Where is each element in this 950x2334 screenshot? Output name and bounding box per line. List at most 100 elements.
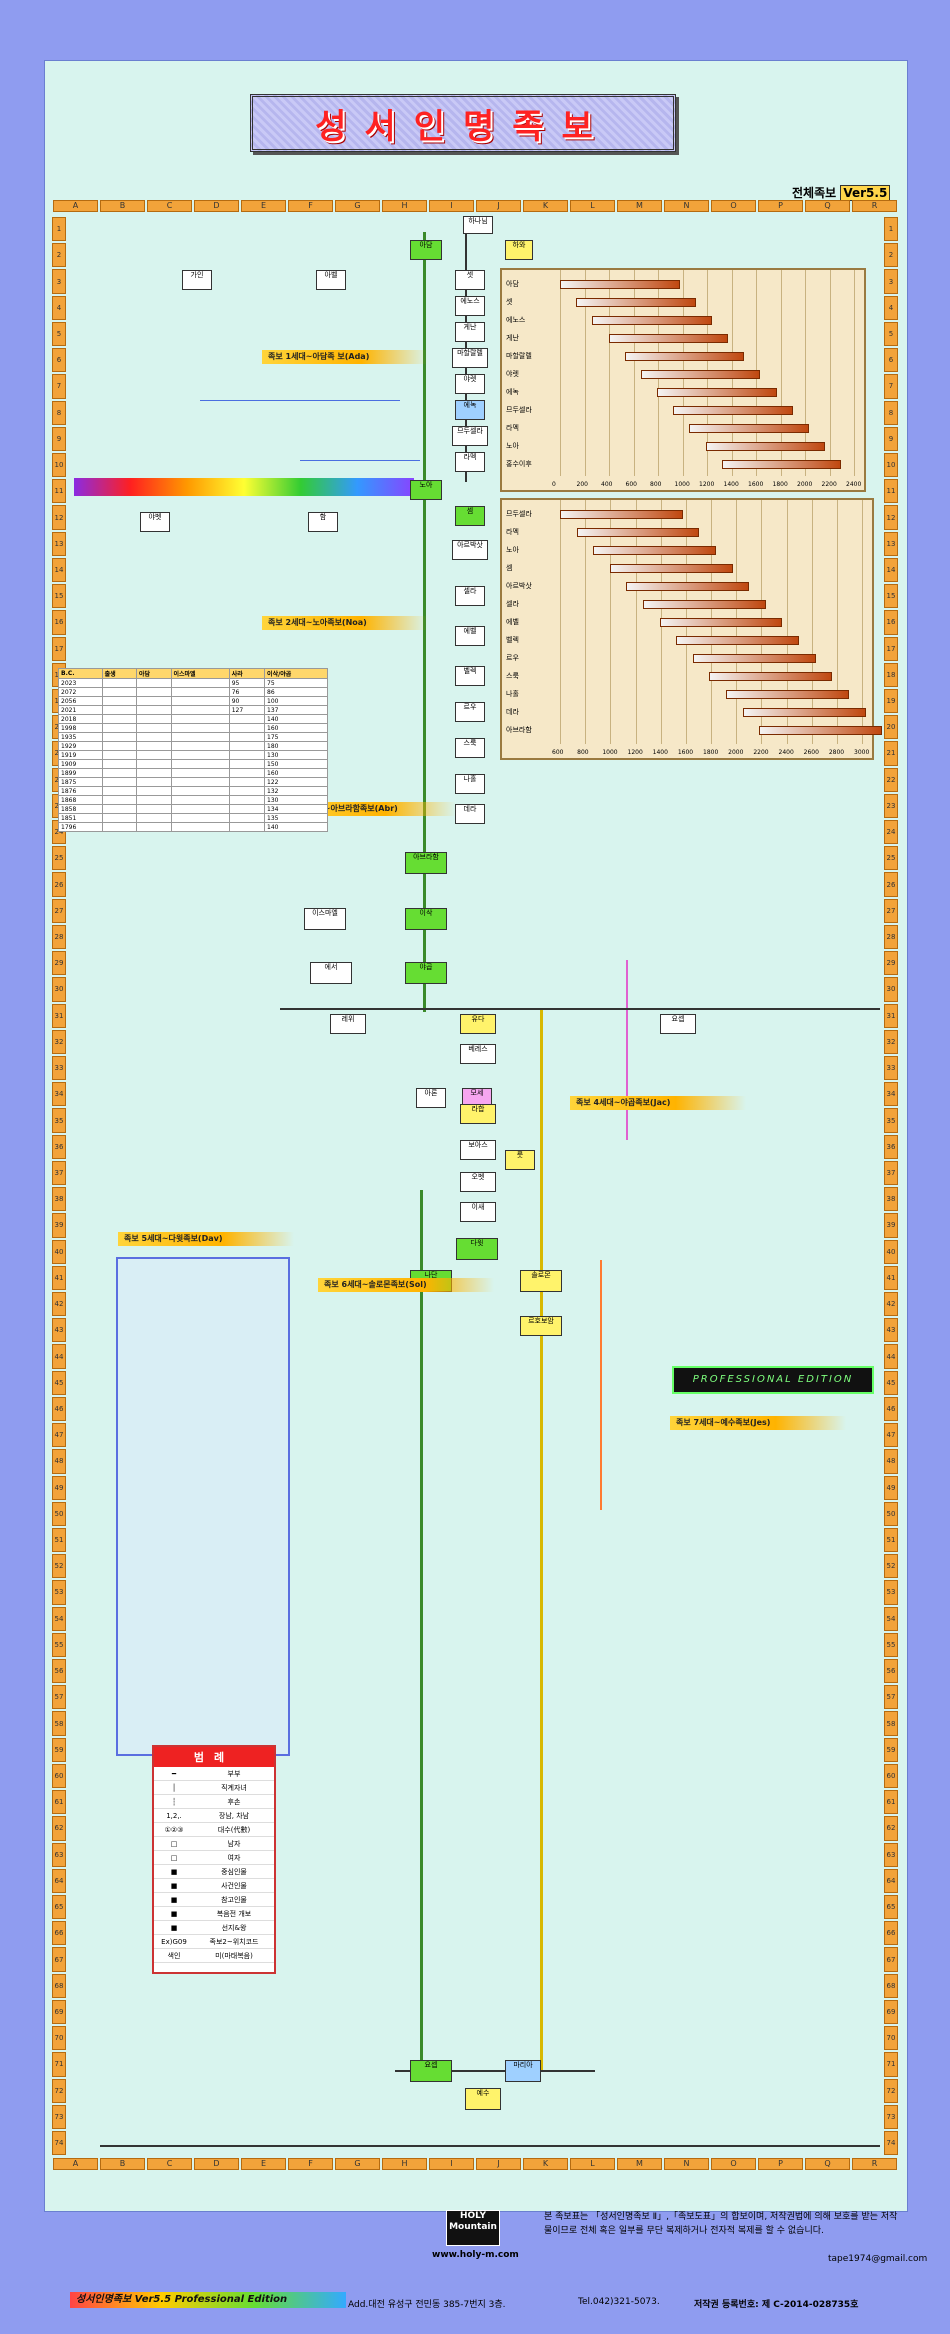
row-header-cell: 55: [52, 1632, 66, 1658]
row-header-cell: 56: [52, 1659, 66, 1684]
node-jesse[interactable]: 이새: [460, 1202, 496, 1222]
legend-text: 복음전 개보: [216, 1909, 252, 1918]
section-label-jacob: 족보 4세대~야곱족보(Jac): [570, 1096, 746, 1110]
node-david[interactable]: 다윗: [456, 1238, 498, 1260]
node-kenan[interactable]: 게난: [455, 322, 485, 342]
node-ruth[interactable]: 룻: [505, 1150, 535, 1170]
row-header-cell: 39: [52, 1213, 66, 1238]
node-eve[interactable]: 하와: [505, 240, 533, 260]
table-cell: [170, 741, 230, 751]
node-adam[interactable]: 아담: [410, 240, 442, 260]
node-obed[interactable]: 오벳: [460, 1172, 496, 1192]
table-cell: [170, 768, 230, 778]
node-cain[interactable]: 가인: [182, 270, 212, 290]
nathan-lineage-line: [420, 1190, 423, 2070]
table-cell: 180: [264, 741, 328, 751]
branch-line: [600, 1260, 602, 1510]
legend-text: 사건인물: [221, 1881, 247, 1890]
website-url[interactable]: www.holy-m.com: [432, 2250, 519, 2260]
table-cell: [101, 678, 138, 688]
legend-symbol: ■: [170, 1909, 178, 1918]
legend-row: ■사건인물: [154, 1879, 274, 1893]
node-arphaxad[interactable]: 아르박삿: [452, 540, 488, 560]
row-header-cell: 45: [52, 1370, 66, 1395]
node-ishmael[interactable]: 이스마엘: [304, 908, 346, 930]
node-enoch[interactable]: 에녹: [455, 400, 485, 420]
address-text: Add.대전 유성구 전민동 385-7번지 3층.: [348, 2300, 506, 2310]
row-header-cell: 52: [52, 1554, 66, 1579]
row-header-cell: 70: [52, 2026, 66, 2051]
node-jacob[interactable]: 야곱: [405, 962, 447, 984]
node-ham[interactable]: 함: [308, 512, 338, 532]
node-boaz[interactable]: 보아스: [460, 1140, 496, 1160]
contact-email[interactable]: tape1974@gmail.com: [828, 2254, 928, 2264]
table-cell: 137: [264, 705, 328, 715]
node-abraham[interactable]: 아브라함: [405, 852, 447, 874]
node-levi[interactable]: 레위: [330, 1014, 366, 1034]
node-joseph-husband[interactable]: 요셉: [410, 2060, 452, 2082]
node-judah[interactable]: 유다: [460, 1014, 496, 1034]
row-header-cell: 48: [884, 1449, 898, 1474]
node-jared[interactable]: 야렛: [455, 374, 485, 394]
timeline-person-label: 스룩: [506, 672, 519, 680]
column-header-cell: B: [100, 200, 145, 212]
node-mary[interactable]: 마리아: [505, 2060, 541, 2082]
table-cell: [228, 732, 266, 742]
node-seth[interactable]: 셋: [455, 270, 485, 290]
row-header-cell: 63: [884, 1842, 898, 1867]
row-header-cell: 13: [52, 531, 66, 556]
row-header-cell: 70: [884, 2026, 898, 2051]
row-header-cell: 38: [884, 1187, 898, 1212]
timeline-axis-label: 2000: [797, 481, 813, 488]
row-header-cell: 47: [52, 1423, 66, 1448]
node-shem[interactable]: 셈: [455, 506, 485, 526]
node-rehoboam[interactable]: 르호보암: [520, 1316, 562, 1336]
node-noah[interactable]: 노아: [410, 480, 442, 500]
node-serug[interactable]: 스룩: [455, 738, 485, 758]
node-nahor[interactable]: 나홀: [455, 774, 485, 794]
timeline-axis-label: 2400: [778, 749, 794, 756]
row-header-cell: 68: [52, 1973, 66, 1998]
node-esau[interactable]: 에서: [310, 962, 352, 984]
node-aaron[interactable]: 아론: [416, 1088, 446, 1108]
table-cell: [101, 687, 138, 697]
node-methuselah[interactable]: 므두셀라: [452, 426, 488, 446]
timeline-life-bar: [560, 280, 680, 289]
node-jesus[interactable]: 예수: [465, 2088, 501, 2110]
row-header-cell: 43: [884, 1318, 898, 1343]
node-god[interactable]: 하나님: [463, 216, 493, 234]
node-isaac[interactable]: 이삭: [405, 908, 447, 930]
node-rahab[interactable]: 라합: [460, 1104, 496, 1124]
row-header-cell: 14: [52, 557, 66, 583]
table-cell: 2072: [58, 687, 103, 697]
legend-text: 대수(代數): [217, 1825, 251, 1834]
row-header-cell: 45: [884, 1370, 898, 1395]
legend-row: □남자: [154, 1837, 274, 1851]
table-cell: [101, 741, 138, 751]
timeline-life-bar: [576, 298, 696, 307]
node-shelah[interactable]: 셀라: [455, 586, 485, 606]
node-enosh[interactable]: 에노스: [455, 296, 485, 316]
node-japheth[interactable]: 야벳: [140, 512, 170, 532]
node-mahalalel[interactable]: 마할랄렐: [452, 348, 488, 368]
node-solomon[interactable]: 솔로몬: [520, 1270, 562, 1292]
row-header-cell: 37: [52, 1160, 66, 1186]
node-terah[interactable]: 데라: [455, 804, 485, 824]
node-abel[interactable]: 아벨: [316, 270, 346, 290]
row-header-cell: 25: [884, 846, 898, 871]
legend-text: 참고인물: [221, 1895, 247, 1904]
node-joseph[interactable]: 요셉: [660, 1014, 696, 1034]
node-lamech[interactable]: 라멕: [455, 452, 485, 472]
row-header-cell: 40: [52, 1239, 66, 1264]
node-reu[interactable]: 르우: [455, 702, 485, 722]
legend-symbol: ■: [170, 1895, 178, 1904]
row-header-cell: 62: [884, 1816, 898, 1841]
timeline-gridline: [610, 500, 612, 744]
node-perez[interactable]: 베레스: [460, 1044, 496, 1064]
node-peleg[interactable]: 벨렉: [455, 666, 485, 686]
node-eber[interactable]: 에벨: [455, 626, 485, 646]
